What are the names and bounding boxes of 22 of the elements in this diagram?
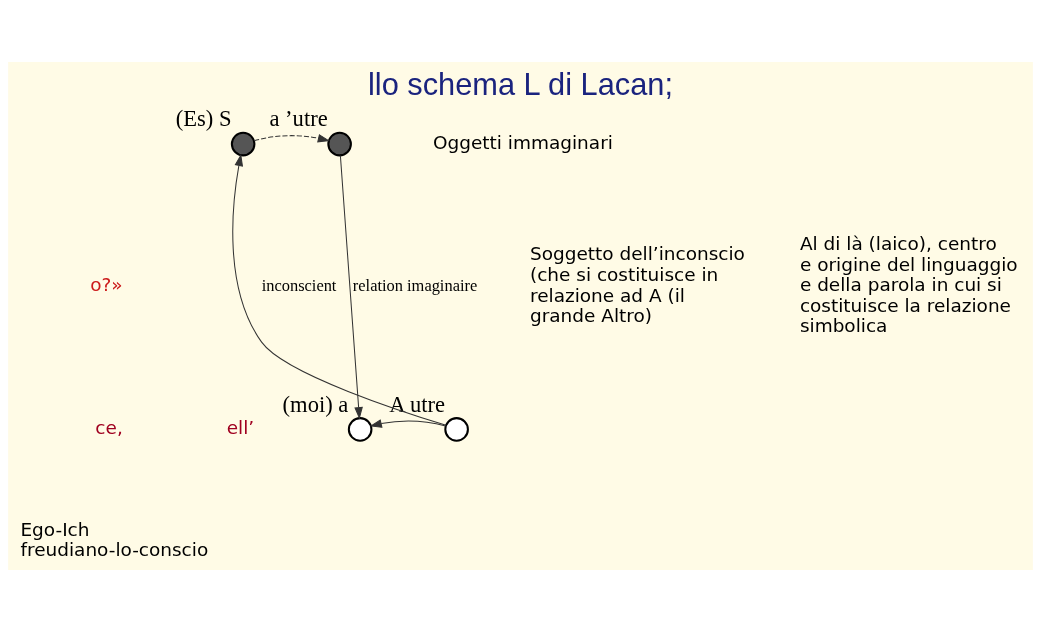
label: Ego-Ich freudiano-lo-conscio — [20, 518, 209, 560]
label: ce, — [95, 416, 123, 438]
label: Soggetto dell’inconscio (che si costituisce in relazione ad A (il grande Altro) — [529, 242, 745, 326]
node-label: (Es) S — [175, 105, 232, 131]
label: ell’ — [226, 416, 255, 438]
node-label: a ’utre — [269, 105, 328, 131]
node-circle — [444, 416, 469, 442]
node-circle — [347, 416, 373, 442]
node-circle — [327, 131, 352, 156]
arrow — [253, 133, 331, 142]
edge-label: inconscient — [261, 275, 337, 295]
node-label: A utre — [389, 391, 445, 417]
node-label: (moi) a — [282, 391, 349, 417]
edge-label: relation imaginaire — [352, 275, 478, 295]
node-circle — [230, 131, 256, 156]
arrow — [339, 154, 363, 419]
label: Al di là (laico), centro e origine del linguaggio e della parola in cui si costituisce la relazione simbolica — [799, 232, 1018, 336]
label: o?» — [90, 273, 123, 295]
label: Oggetti immaginari — [433, 131, 613, 153]
arrow — [232, 153, 447, 426]
arrow — [369, 418, 447, 428]
diagram-title: llo schema L di Lacan; — [368, 66, 673, 102]
